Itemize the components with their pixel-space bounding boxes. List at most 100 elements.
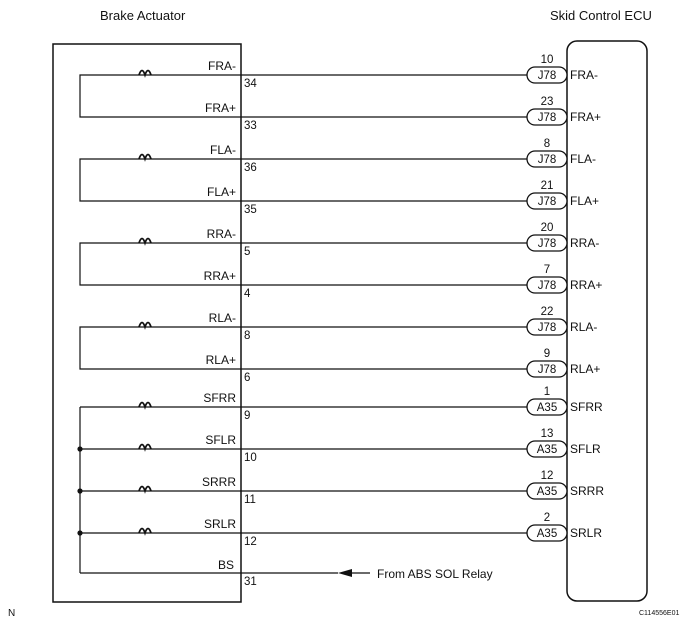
sig-rla-pos-ecu-label: RLA+ xyxy=(570,362,600,376)
sig-srrr-ecu-pin: 12 xyxy=(541,470,554,482)
sig-sfrr-coil-icon xyxy=(138,401,152,410)
sig-fra-neg-ecu-pin: 10 xyxy=(541,54,554,66)
sig-srrr-ecu-label: SRRR xyxy=(570,484,604,498)
sig-sflr-connector xyxy=(526,440,568,458)
sig-sfrr-pin: 9 xyxy=(244,410,250,422)
sig-fra-neg-connector xyxy=(526,66,568,84)
sig-rla-neg-connector xyxy=(526,318,568,336)
sig-rla-pos-connector-label: J78 xyxy=(538,364,557,376)
sig-rra-neg-ecu-label: RRA- xyxy=(570,236,599,250)
sig-fra-pos-label: FRA+ xyxy=(205,101,236,115)
sig-rla-neg-label: RLA- xyxy=(209,311,236,325)
sig-srlr-connector-label: A35 xyxy=(537,528,557,540)
sig-rla-pos-label: RLA+ xyxy=(206,353,236,367)
sig-sfrr-ecu-pin: 1 xyxy=(544,386,550,398)
sig-rla-neg-pin: 8 xyxy=(244,330,250,342)
sig-fla-neg-coil-icon xyxy=(138,153,152,162)
bs-arrow xyxy=(338,569,352,577)
sig-srlr-ecu-pin: 2 xyxy=(544,512,550,524)
sig-sflr-label: SFLR xyxy=(205,433,236,447)
bs-pin: 31 xyxy=(244,576,257,588)
sig-rra-neg-label: RRA- xyxy=(207,227,236,241)
sig-fra-neg-ecu-label: FRA- xyxy=(570,68,598,82)
sig-rla-pos-pin: 6 xyxy=(244,372,250,384)
sig-srlr-coil-icon xyxy=(138,527,152,536)
sig-srlr-label: SRLR xyxy=(204,517,236,531)
sig-fla-pos-ecu-label: FLA+ xyxy=(570,194,599,208)
sig-fla-neg-ecu-label: FLA- xyxy=(570,152,596,166)
sig-fra-pos-connector xyxy=(526,108,568,126)
sig-rla-neg-connector-label: J78 xyxy=(538,322,557,334)
sig-srrr-connector xyxy=(526,482,568,500)
sol-lines: SFRR91SFRRA35SFLR1013SFLRA35SRRR1112SRRR… xyxy=(77,386,604,548)
solenoid-loop-2 xyxy=(79,158,241,202)
sig-fla-neg-connector xyxy=(526,150,568,168)
sig-rra-pos-ecu-label: RRA+ xyxy=(570,278,602,292)
solenoid-loop-1 xyxy=(79,74,241,118)
sig-srlr-ecu-label: SRLR xyxy=(570,526,602,540)
sig-rla-pos-ecu-pin: 9 xyxy=(544,348,550,360)
sig-fra-pos-ecu-pin: 23 xyxy=(541,96,554,108)
sig-rra-neg-ecu-pin: 20 xyxy=(541,222,554,234)
solenoid-pairs: FRA-3410FRA-FRA+3323FRA+J78J78FLA-368FLA… xyxy=(79,54,602,384)
sig-sflr-ecu-pin: 13 xyxy=(541,428,554,440)
sig-rra-neg-pin: 5 xyxy=(244,246,250,258)
sig-sflr-coil-icon xyxy=(138,443,152,452)
sig-rra-pos-pin: 4 xyxy=(244,288,251,300)
solenoid-loop-3 xyxy=(79,242,241,286)
sig-rra-neg-coil-icon xyxy=(138,237,152,246)
sig-sfrr-connector-label: A35 xyxy=(537,402,557,414)
sig-fra-pos-connector-label: J78 xyxy=(538,112,557,124)
sig-rra-neg-connector xyxy=(526,234,568,252)
bs-label: BS xyxy=(218,558,234,572)
sig-srlr-pin: 12 xyxy=(244,536,257,548)
sig-rra-neg-connector-label: J78 xyxy=(538,238,557,250)
sig-sflr-ecu-label: SFLR xyxy=(570,442,601,456)
sig-fla-pos-connector-label: J78 xyxy=(538,196,557,208)
bs-line: BS 31 From ABS SOL Relay xyxy=(79,407,493,588)
sig-rla-neg-coil-icon xyxy=(138,321,152,330)
sig-srrr-coil-icon xyxy=(138,485,152,494)
sig-fra-neg-coil-icon xyxy=(138,69,152,78)
sig-fra-neg-label: FRA- xyxy=(208,59,236,73)
sig-fla-pos-label: FLA+ xyxy=(207,185,236,199)
skid-control-ecu-box xyxy=(566,40,648,602)
sig-sflr-connector-label: A35 xyxy=(537,444,557,456)
sig-sfrr-ecu-label: SFRR xyxy=(570,400,603,414)
brake-actuator-box xyxy=(52,43,242,603)
sig-fla-pos-connector xyxy=(526,192,568,210)
sig-fla-neg-ecu-pin: 8 xyxy=(544,138,550,150)
sig-rra-pos-connector-label: J78 xyxy=(538,280,557,292)
bs-note: From ABS SOL Relay xyxy=(377,567,493,581)
sig-fla-neg-label: FLA- xyxy=(210,143,236,157)
brake-actuator-title: Brake Actuator xyxy=(100,8,186,23)
sig-fra-pos-pin: 33 xyxy=(244,120,257,132)
sig-rra-pos-label: RRA+ xyxy=(204,269,236,283)
sig-srrr-label: SRRR xyxy=(202,475,236,489)
sig-fla-neg-connector-label: J78 xyxy=(538,154,557,166)
sig-fla-neg-pin: 36 xyxy=(244,162,257,174)
sig-rla-pos-connector xyxy=(526,360,568,378)
sig-fra-neg-connector-label: J78 xyxy=(538,70,557,82)
sig-srlr-connector xyxy=(526,524,568,542)
sig-sflr-pin: 10 xyxy=(244,452,257,464)
sig-rla-neg-ecu-pin: 22 xyxy=(541,306,554,318)
sig-srrr-pin: 11 xyxy=(244,494,256,506)
sig-rra-pos-connector xyxy=(526,276,568,294)
sig-fla-pos-pin: 35 xyxy=(244,204,257,216)
solenoid-loop-4 xyxy=(79,326,241,370)
sig-fra-pos-ecu-label: FRA+ xyxy=(570,110,601,124)
sig-fla-pos-ecu-pin: 21 xyxy=(541,180,554,192)
sig-fra-neg-pin: 34 xyxy=(244,78,257,90)
sig-sfrr-connector xyxy=(526,398,568,416)
corner-left-mark: N xyxy=(8,608,15,619)
